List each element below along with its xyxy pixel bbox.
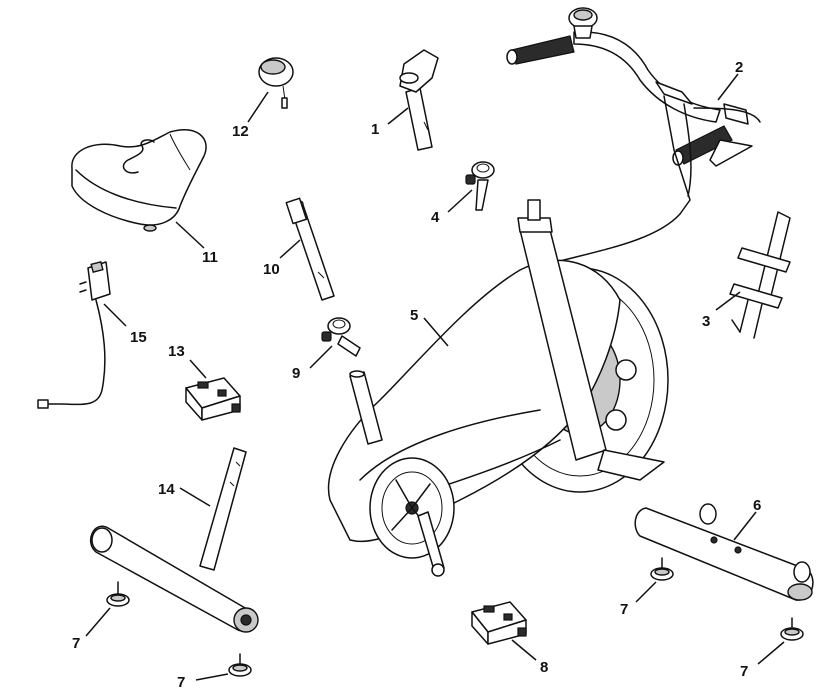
label-7c: 7 (620, 601, 628, 618)
part-13-pedal-left (186, 378, 240, 420)
label-10: 10 (263, 261, 280, 278)
label-3: 3 (702, 313, 710, 330)
part-1-seat-slider (400, 50, 438, 150)
label-1: 1 (371, 121, 379, 138)
label-4: 4 (431, 209, 440, 226)
part-8-pedal-right (472, 602, 526, 644)
part-6-front-stabilizer (635, 504, 813, 600)
part-12-console-knob (259, 58, 293, 108)
part-3-handlebar-post (730, 212, 790, 338)
part-7-leveling-foot-d (781, 618, 803, 640)
label-7d: 7 (740, 663, 748, 680)
label-7a: 7 (72, 635, 80, 652)
part-7-leveling-foot-b (229, 654, 251, 676)
part-4-clamp-knob (466, 162, 494, 210)
part-11-saddle (72, 130, 206, 231)
part-7-leveling-foot-a (107, 582, 129, 606)
label-15: 15 (130, 329, 147, 346)
label-13: 13 (168, 343, 185, 360)
label-14: 14 (158, 481, 175, 498)
label-8: 8 (540, 659, 548, 676)
label-9: 9 (292, 365, 300, 382)
label-6: 6 (753, 497, 761, 514)
label-5: 5 (410, 307, 418, 324)
part-10-seat-post (286, 198, 334, 300)
label-11: 11 (202, 249, 218, 266)
part-7-leveling-foot-c (651, 558, 673, 580)
part-15-power-adapter (38, 262, 110, 408)
label-12: 12 (232, 123, 249, 140)
label-7b: 7 (177, 674, 185, 691)
part-5-main-frame (329, 200, 668, 576)
label-2: 2 (735, 59, 743, 76)
